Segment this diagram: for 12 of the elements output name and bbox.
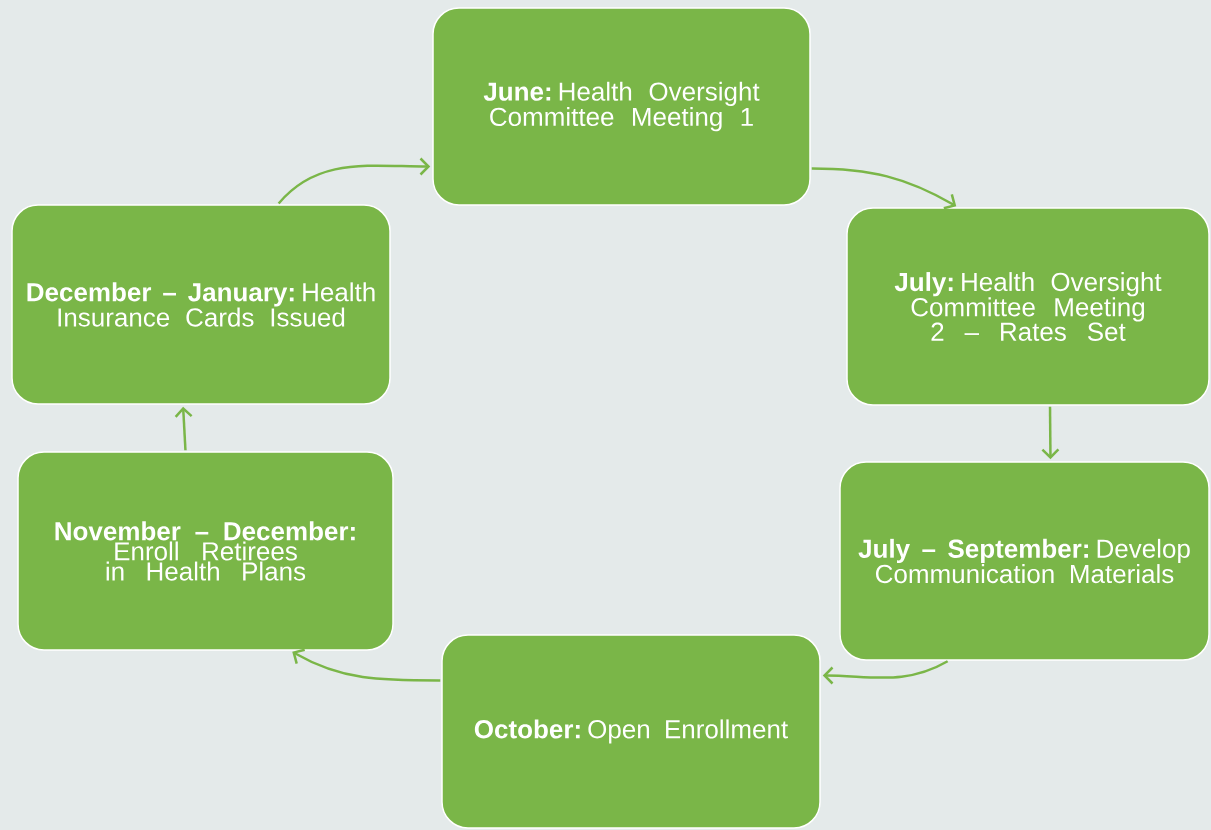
process-box: December – January: Health Insurance Cards Issued [11,204,391,405]
arrow [1041,406,1060,460]
arrow [292,648,441,682]
process-box: November – December: Enroll Retirees in Health Plans [17,451,394,651]
arrow [822,660,949,685]
process-box: July – September: Develop Communication Materials [839,461,1210,661]
process-box: June: Health Oversight Committee Meeting 1 [432,7,811,206]
process-box: October: Open Enrollment [441,634,821,829]
process-box: July: Health Oversight Committee Meeting 2 – Rates Set [846,207,1210,406]
arrow [277,157,431,205]
arrow [174,406,193,451]
arrow [811,167,957,210]
